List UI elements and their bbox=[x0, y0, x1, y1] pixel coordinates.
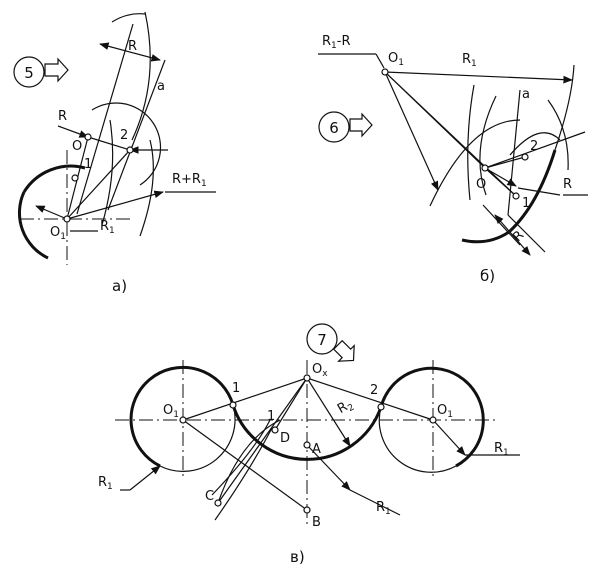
label-point-2: 2 bbox=[530, 139, 538, 154]
label-R-plus-R1: R+R1 bbox=[172, 172, 207, 189]
label-point-1: 1 bbox=[522, 196, 530, 211]
label-Ox: Ox bbox=[312, 362, 328, 379]
label-a: a bbox=[157, 79, 165, 94]
arrow-icon bbox=[332, 339, 355, 362]
label-R1: R1 bbox=[100, 219, 115, 236]
label-A: A bbox=[312, 442, 321, 457]
label-R-right: R bbox=[563, 177, 572, 192]
label-D: D bbox=[280, 431, 290, 446]
label-D-1: 1 bbox=[267, 409, 275, 424]
label-R1: R1 bbox=[462, 52, 477, 69]
panel-a: 5 R a bbox=[13, 11, 216, 295]
label-O1: O1 bbox=[50, 225, 66, 242]
label-O: O bbox=[72, 139, 82, 154]
label-R-bottom: R bbox=[510, 228, 527, 245]
label-a: a bbox=[522, 87, 530, 102]
label-R1-middle: R1 bbox=[376, 500, 391, 517]
label-point-2: 2 bbox=[370, 383, 378, 398]
label-point-2: 2 bbox=[120, 128, 128, 143]
label-O: O bbox=[476, 177, 486, 192]
label-point-1: 1 bbox=[232, 381, 240, 396]
step-number: 6 bbox=[329, 119, 339, 137]
label-R-left: R bbox=[58, 109, 67, 124]
arrow-icon bbox=[349, 112, 373, 138]
step-badge-6: 6 bbox=[318, 111, 373, 143]
label-O1-left: O1 bbox=[163, 403, 179, 420]
panel-c: 7 bbox=[98, 323, 520, 566]
arrow-icon bbox=[44, 57, 69, 83]
step-badge-5: 5 bbox=[13, 56, 69, 88]
step-number: 5 bbox=[24, 64, 34, 82]
label-R1-left: R1 bbox=[98, 475, 113, 492]
label-point-1: 1 bbox=[84, 157, 92, 172]
label-B: B bbox=[312, 515, 321, 530]
step-number: 7 bbox=[317, 331, 327, 349]
label-R1-minus-R: R1-R bbox=[322, 34, 351, 51]
caption-c: в) bbox=[290, 548, 305, 566]
label-C: C bbox=[205, 489, 214, 504]
panel-b: 6 R1-R bbox=[318, 34, 588, 285]
label-R2: R2 bbox=[335, 397, 356, 419]
label-R1-right: R1 bbox=[494, 441, 509, 458]
caption-b: б) bbox=[480, 267, 495, 285]
label-O1-right: O1 bbox=[437, 403, 453, 420]
caption-a: a) bbox=[112, 277, 127, 295]
label-R: R bbox=[128, 39, 137, 54]
step-badge-7: 7 bbox=[306, 323, 355, 362]
label-O1: O1 bbox=[388, 51, 404, 68]
